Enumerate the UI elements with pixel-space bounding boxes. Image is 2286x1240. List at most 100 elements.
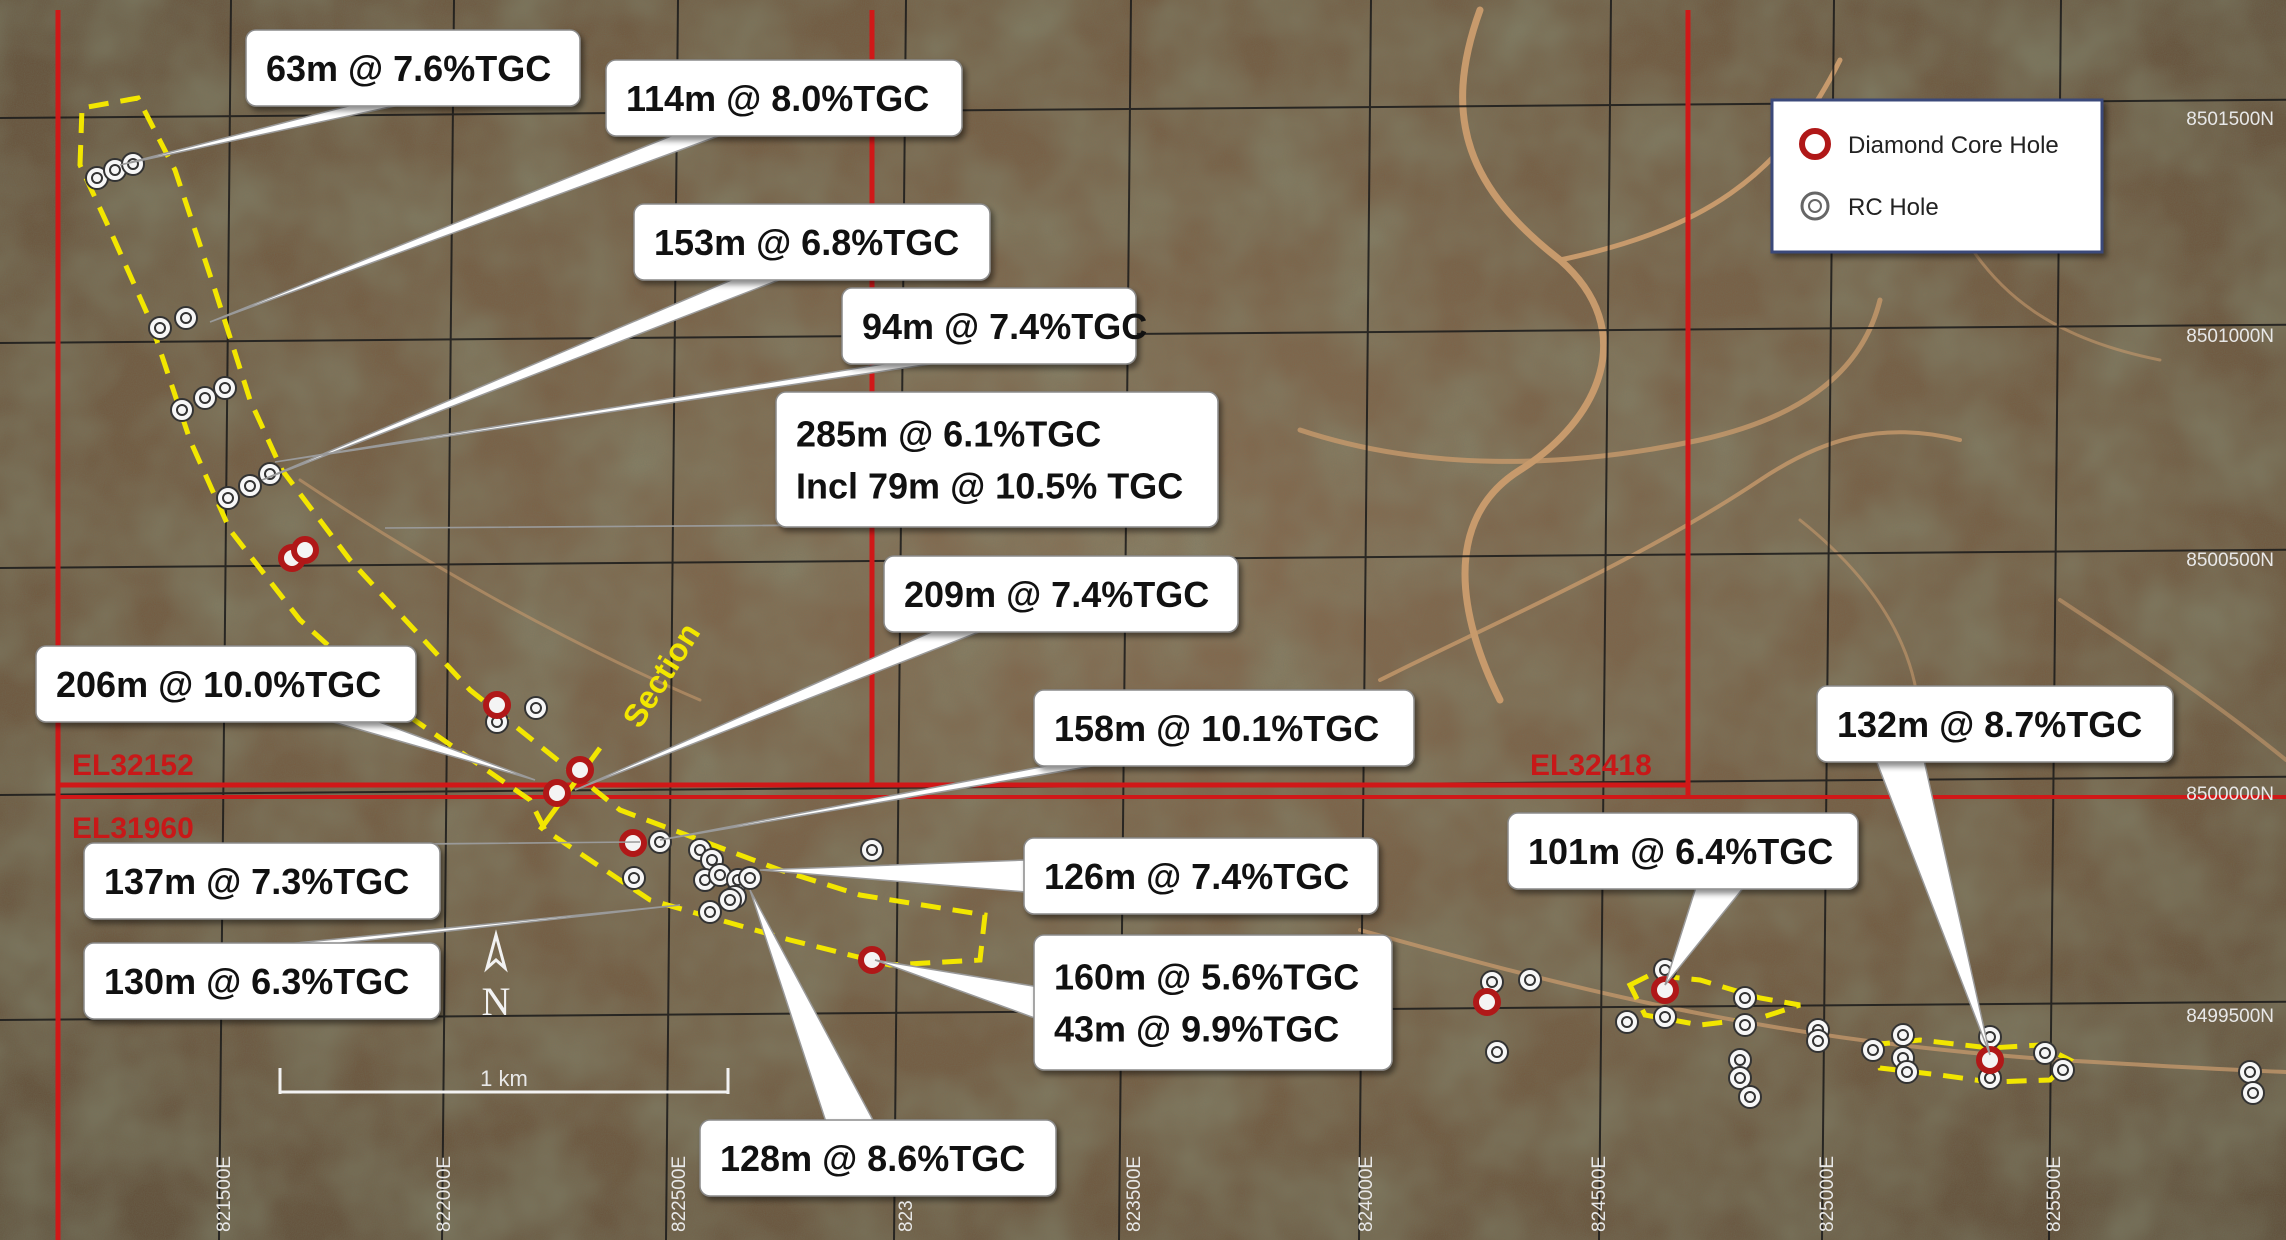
callout-box: [605, 59, 963, 137]
rc-hole-marker: [174, 306, 198, 330]
rc-hole-marker: [2033, 1041, 2057, 1065]
scale-bar-label: 1 km: [480, 1066, 528, 1091]
assay-callout: 158m @ 10.1%TGC: [1033, 689, 1415, 767]
assay-callout: 132m @ 8.7%TGC: [1816, 685, 2174, 763]
rc-hole-marker: [1518, 968, 1542, 992]
easting-label: 824500E: [1589, 1156, 1610, 1232]
rc-hole-marker: [193, 386, 217, 410]
diamond-core-hole-marker: [1976, 1046, 2004, 1074]
grid-line-northing: [0, 323, 2286, 344]
rc-hole-marker: [860, 838, 884, 862]
rc-hole-marker: [1485, 1040, 1509, 1064]
assay-callout: 130m @ 6.3%TGC: [83, 942, 441, 1020]
easting-label: 822000E: [434, 1156, 455, 1232]
diamond-core-hole-marker: [858, 946, 886, 974]
north-arrow-label: N: [482, 979, 511, 1024]
callout-box: [83, 842, 441, 920]
callout-text: 94m @ 7.4%TGC: [862, 306, 1147, 347]
rc-hole-marker: [718, 888, 742, 912]
diamond-core-hole-marker: [619, 829, 647, 857]
rc-hole-marker: [1891, 1023, 1915, 1047]
assay-callout: 153m @ 6.8%TGC: [633, 203, 991, 281]
diamond-core-hole-icon: [1799, 128, 1831, 160]
callout-box: [841, 287, 1137, 365]
diamond-core-hole-marker: [483, 691, 511, 719]
rc-hole-marker: [1895, 1060, 1919, 1084]
callout-box: [1033, 689, 1415, 767]
northing-label: 8501500N: [2186, 109, 2274, 130]
callout-text: 153m @ 6.8%TGC: [654, 222, 959, 263]
easting-label: 823500E: [1124, 1156, 1145, 1232]
rc-hole-marker: [2238, 1060, 2262, 1084]
callout-box: [83, 942, 441, 1020]
rc-hole-marker: [1738, 1085, 1762, 1109]
easting-label: 823: [896, 1200, 917, 1232]
callout-box: [633, 203, 991, 281]
callout-box: [883, 555, 1239, 633]
northing-label: 8499500N: [2186, 1006, 2274, 1027]
callout-box: [245, 29, 581, 107]
legend-items: Diamond Core Hole RC Hole: [1799, 128, 2059, 221]
easting-label: 825500E: [2044, 1156, 2065, 1232]
callout-text: 158m @ 10.1%TGC: [1054, 708, 1379, 749]
rc-hole-marker: [1806, 1029, 1830, 1053]
callout-text: 43m @ 9.9%TGC: [1054, 1009, 1339, 1050]
rc-hole-marker: [1728, 1066, 1752, 1090]
rc-hole-marker: [1653, 1005, 1677, 1029]
assay-callout: 114m @ 8.0%TGC: [605, 59, 963, 137]
callout-text: 285m @ 6.1%TGC: [796, 414, 1101, 455]
legend: [1770, 98, 2104, 254]
rc-hole-marker: [1733, 986, 1757, 1010]
northing-label: 8501000N: [2186, 326, 2274, 347]
callout-box: [775, 391, 1219, 528]
tenement-label-el31960: EL31960: [72, 812, 194, 845]
callout-box: [1816, 685, 2174, 763]
callout-text: 101m @ 6.4%TGC: [1528, 831, 1833, 872]
legend-label-diamond-core-hole: Diamond Core Hole: [1848, 132, 2059, 159]
rc-hole-marker: [524, 696, 548, 720]
grid-line-easting: [1598, 0, 1612, 1240]
rc-hole-marker: [238, 474, 262, 498]
callout-text: Incl 79m @ 10.5% TGC: [796, 466, 1183, 507]
diamond-core-hole-marker: [543, 779, 571, 807]
callout-text: 114m @ 8.0%TGC: [626, 78, 929, 119]
diamond-core-hole-marker: [291, 536, 319, 564]
assay-callout: 206m @ 10.0%TGC: [35, 645, 417, 723]
assay-callout: 137m @ 7.3%TGC: [83, 842, 441, 920]
north-arrow: N: [482, 929, 511, 1024]
callout-text: 160m @ 5.6%TGC: [1054, 957, 1359, 998]
callout-box: [1033, 934, 1393, 1071]
rc-hole-marker: [2241, 1081, 2265, 1105]
callout-text: 126m @ 7.4%TGC: [1044, 856, 1349, 897]
northing-label: 8500000N: [2186, 784, 2274, 805]
grid-line-easting: [441, 0, 455, 1240]
rc-hole-marker: [648, 830, 672, 854]
rc-hole-icon: [1800, 191, 1830, 221]
grid-line-easting: [218, 0, 232, 1240]
assay-callout: 285m @ 6.1%TGC Incl 79m @ 10.5% TGC: [775, 391, 1219, 528]
rc-hole-marker: [85, 166, 109, 190]
callout-box: [1507, 812, 1859, 890]
callout-box: [1023, 837, 1379, 915]
rc-hole-marker: [1615, 1010, 1639, 1034]
callout-box: [699, 1119, 1057, 1197]
easting-label: 824000E: [1356, 1156, 1377, 1232]
rc-hole-marker: [1733, 1013, 1757, 1037]
assay-callout: 128m @ 8.6%TGC: [699, 1119, 1057, 1197]
assay-callout: 94m @ 7.4%TGC: [841, 287, 1147, 365]
assay-callout: 209m @ 7.4%TGC: [883, 555, 1239, 633]
rc-hole-marker: [213, 376, 237, 400]
callout-text: 130m @ 6.3%TGC: [104, 961, 409, 1002]
main-trend-outline: [77, 95, 988, 968]
easting-label: 825000E: [1817, 1156, 1838, 1232]
rc-hole-marker: [216, 486, 240, 510]
easting-label: 822500E: [669, 1156, 690, 1232]
callout-text: 206m @ 10.0%TGC: [56, 664, 381, 705]
callout-text: 132m @ 8.7%TGC: [1837, 704, 2142, 745]
tenement-label-el32418: EL32418: [1530, 749, 1652, 782]
